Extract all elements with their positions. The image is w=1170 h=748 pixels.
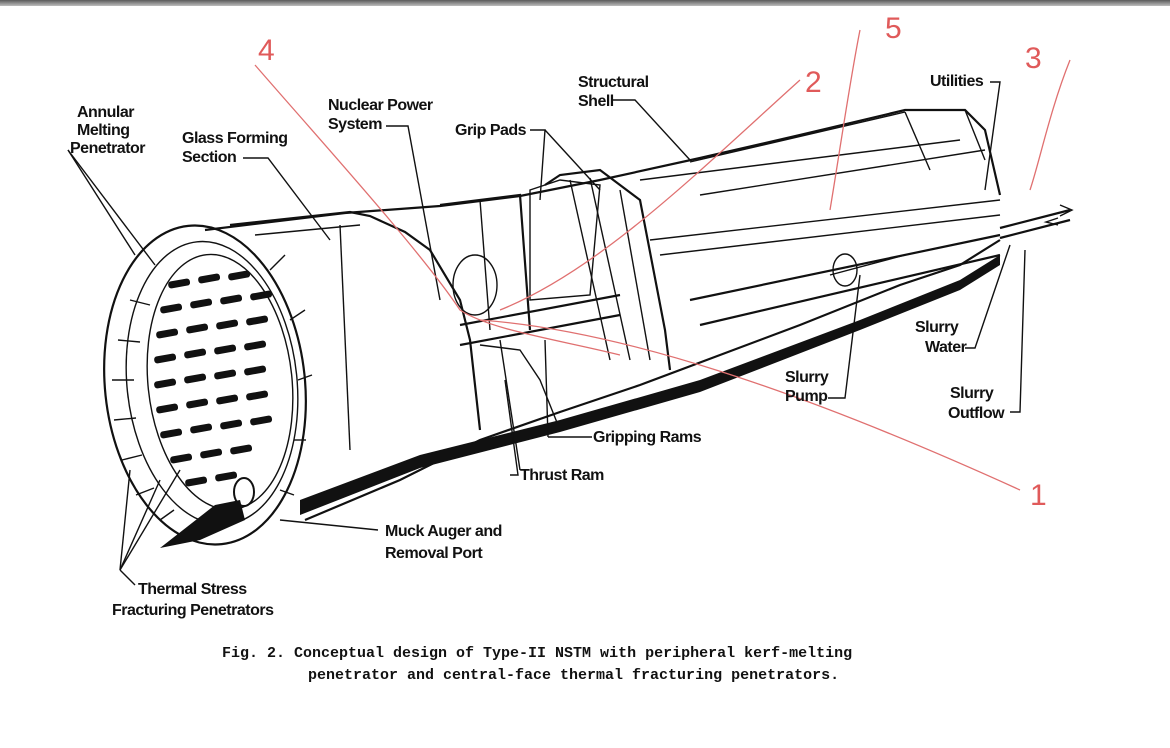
handwritten-numbers: 4 2 5 3 1 xyxy=(258,12,1047,512)
machine-illustration xyxy=(103,108,1074,548)
annotation-number: 4 xyxy=(258,34,275,67)
label-slurry-pump: Slurry xyxy=(785,369,829,386)
diagram-labels: Annular Melting Penetrator Glass Forming… xyxy=(70,73,1006,619)
label-slurry-water: Slurry xyxy=(915,319,959,336)
caption-line-2: penetrator and central-face thermal frac… xyxy=(308,667,839,684)
label-thrust-ram: Thrust Ram xyxy=(520,467,604,484)
label-grip-pads: Grip Pads xyxy=(455,122,527,139)
annotation-number: 1 xyxy=(1030,479,1047,512)
face-slots xyxy=(154,270,273,487)
label-muck-auger: Muck Auger and xyxy=(385,523,502,540)
label-thermal-stress: Thermal Stress xyxy=(138,581,247,598)
caption-line-1: Fig. 2. Conceptual design of Type-II NST… xyxy=(222,645,852,662)
annotation-number: 3 xyxy=(1025,42,1042,75)
label-slurry-outflow: Slurry xyxy=(950,385,994,402)
label-slurry-pump: Pump xyxy=(785,388,828,405)
label-annular: Annular xyxy=(77,104,134,121)
label-glass-forming: Section xyxy=(182,149,236,166)
label-utilities: Utilities xyxy=(930,73,984,90)
label-annular: Melting xyxy=(77,122,130,139)
annotation-number: 2 xyxy=(805,66,822,99)
label-gripping-rams: Gripping Rams xyxy=(593,429,702,446)
label-nuclear-power: Nuclear Power xyxy=(328,97,433,114)
annotation-number: 5 xyxy=(885,12,902,45)
label-nuclear-power: System xyxy=(328,116,382,133)
label-annular: Penetrator xyxy=(70,140,145,157)
label-muck-auger: Removal Port xyxy=(385,545,483,562)
leader-lines xyxy=(67,81,1026,586)
handwritten-annotation-lines xyxy=(254,29,1071,491)
label-structural-shell: Structural xyxy=(578,74,649,91)
figure-caption: Fig. 2. Conceptual design of Type-II NST… xyxy=(222,645,852,684)
label-slurry-water: Water xyxy=(925,339,967,356)
window-top-border xyxy=(0,0,1170,6)
label-thermal-stress: Fracturing Penetrators xyxy=(112,602,274,619)
label-structural-shell: Shell xyxy=(578,93,614,110)
label-glass-forming: Glass Forming xyxy=(182,130,288,147)
label-slurry-outflow: Outflow xyxy=(948,405,1005,422)
